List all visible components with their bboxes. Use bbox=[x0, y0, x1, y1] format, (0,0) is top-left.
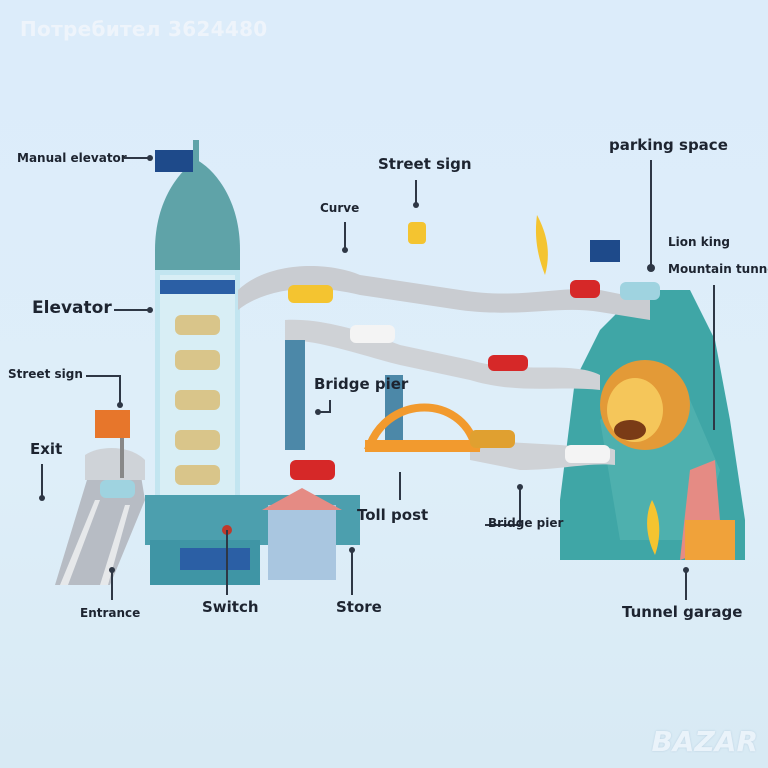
upper-track bbox=[238, 265, 650, 320]
pier bbox=[285, 340, 305, 450]
label-tunnel-garage: Tunnel garage bbox=[622, 603, 743, 621]
cars bbox=[100, 280, 660, 498]
label-curve: Curve bbox=[320, 201, 360, 215]
label-lion-king: Lion king bbox=[668, 235, 730, 249]
label-manual-elevator: Manual elevator bbox=[17, 151, 127, 165]
label-elevator: Elevator bbox=[32, 298, 112, 318]
label-bridge-pier-mid: Bridge pier bbox=[314, 375, 409, 393]
label-mountain-tunnel: Mountain tunne bbox=[668, 262, 768, 276]
callout-lines bbox=[41, 157, 715, 600]
label-street-sign-top: Street sign bbox=[378, 155, 472, 173]
label-toll-post: Toll post bbox=[357, 506, 429, 524]
label-parking-space: parking space bbox=[609, 136, 728, 154]
label-store: Store bbox=[336, 598, 382, 616]
store-building bbox=[268, 505, 336, 580]
label-entrance: Entrance bbox=[80, 606, 141, 620]
label-bridge-pier-right: Bridge pier bbox=[488, 516, 564, 530]
label-switch: Switch bbox=[202, 598, 259, 616]
label-street-sign-left: Street sign bbox=[8, 367, 83, 381]
label-exit: Exit bbox=[30, 440, 63, 458]
user-watermark: Потребител 3624480 bbox=[20, 17, 268, 41]
bazar-logo-watermark: BAZAR bbox=[651, 725, 758, 758]
